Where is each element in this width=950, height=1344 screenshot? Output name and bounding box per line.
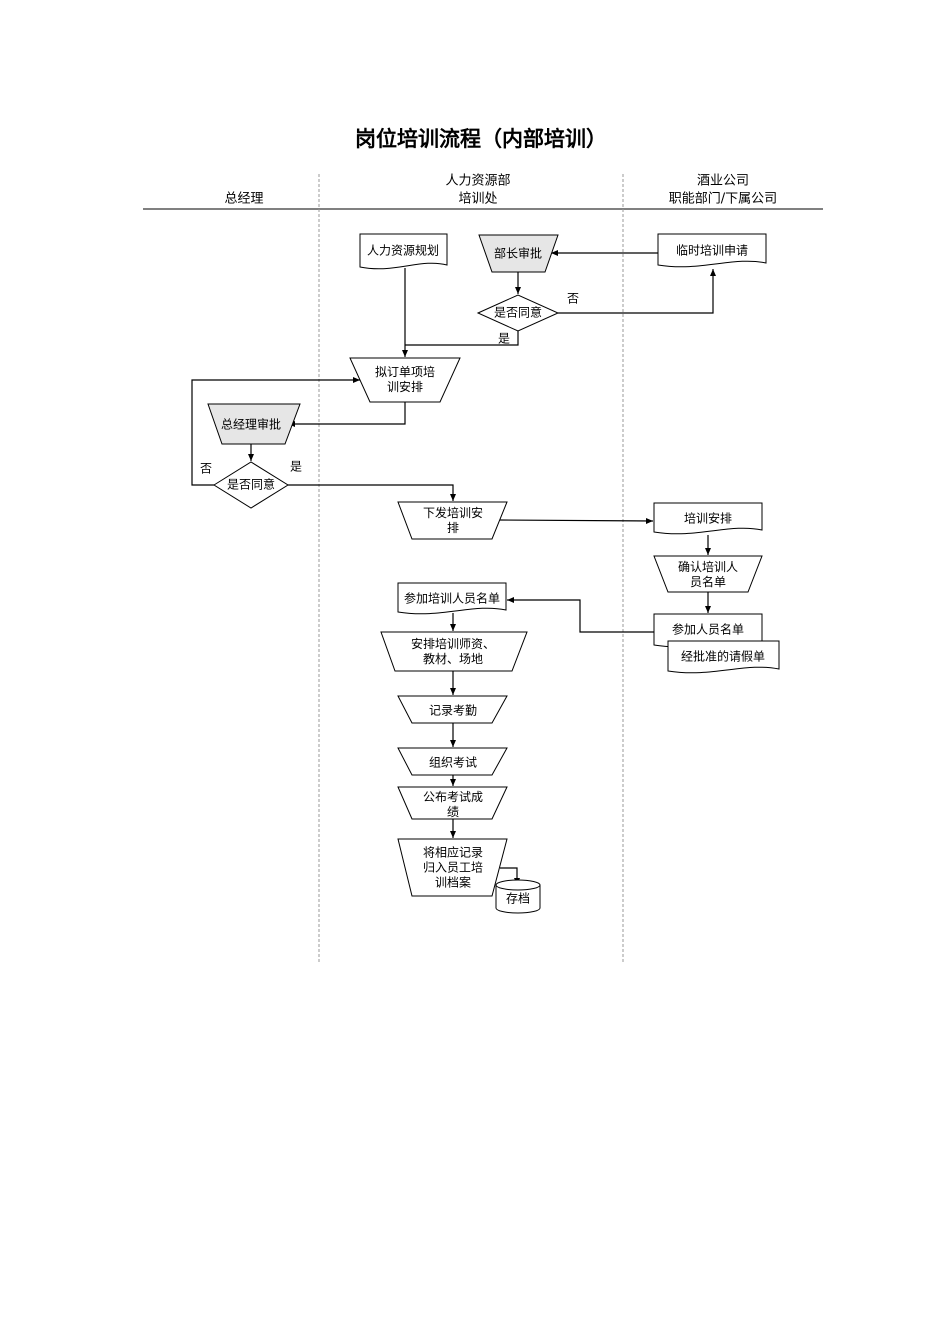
database-shape	[495, 879, 541, 914]
decision2-yes-label: 是	[290, 460, 302, 474]
node-label: 培训安排	[684, 511, 732, 526]
edge	[499, 517, 654, 524]
approval-shape	[478, 234, 559, 273]
decision2-no-label: 否	[200, 462, 212, 476]
node-training-plan-doc: 培训安排	[653, 502, 763, 535]
lane-header-company-sub: 职能部门/下属公司	[669, 192, 777, 207]
process-shape	[653, 555, 763, 593]
node-label: 组织考试	[429, 755, 477, 770]
node-label: 安排培训师资、	[411, 636, 495, 651]
decision-shape	[213, 461, 289, 509]
process-shape	[397, 501, 508, 540]
node-attendance: 记录考勤	[397, 695, 508, 724]
lane-header-company: 酒业公司	[697, 174, 749, 189]
process-shape	[397, 838, 508, 897]
node-leave-form: 经批准的请假单	[667, 640, 780, 674]
node-label: 排	[447, 521, 459, 535]
node-trainee-list: 参加培训人员名单	[397, 582, 507, 615]
edge	[500, 867, 520, 885]
document-shape	[397, 582, 507, 615]
decision-shape	[476, 294, 560, 332]
process-shape	[397, 695, 508, 724]
edge	[288, 402, 406, 427]
node-label: 归入员工培	[423, 860, 483, 875]
decision1-yes-label: 是	[498, 332, 510, 346]
lane-header-hr-sub: 培训处	[458, 191, 497, 207]
process-shape	[397, 747, 508, 776]
lane-header-gm: 总经理	[224, 192, 263, 207]
page-title: 岗位培训流程（内部培训）	[355, 127, 607, 151]
node-hr-plan: 人力资源规划	[359, 233, 448, 270]
node-temp-request: 临时培训申请	[657, 233, 767, 268]
node-arrange-resources: 安排培训师资、教材、场地	[380, 631, 528, 672]
approval-shape	[207, 403, 301, 445]
document-shape	[667, 640, 780, 674]
node-label: 训安排	[387, 379, 423, 394]
process-shape	[397, 786, 508, 820]
process-shape	[349, 357, 461, 403]
edge	[191, 377, 360, 486]
node-decision2: 是否同意	[213, 461, 289, 509]
node-exam: 组织考试	[397, 747, 508, 776]
node-label: 员名单	[690, 574, 726, 589]
node-label: 记录考勤	[429, 704, 477, 718]
node-label: 绩	[447, 805, 459, 819]
node-label: 确认培训人	[678, 559, 738, 574]
connectors	[191, 250, 716, 885]
node-label: 经批准的请假单	[681, 649, 765, 664]
node-minister-approve: 部长审批	[478, 234, 559, 273]
node-decision1: 是否同意	[476, 294, 560, 332]
edge	[288, 484, 456, 501]
decision1-no-label: 否	[567, 292, 579, 306]
node-label: 是否同意	[227, 477, 275, 492]
node-label: 是否同意	[494, 305, 542, 320]
process-shape	[380, 631, 528, 672]
node-attendee-list: 参加人员名单	[653, 613, 763, 648]
edge	[507, 597, 654, 633]
node-label: 拟订单项培	[375, 364, 435, 379]
node-label: 部长审批	[494, 246, 542, 261]
node-label: 参加培训人员名单	[404, 591, 500, 606]
node-storage: 存档	[495, 879, 541, 914]
document-shape	[359, 233, 448, 270]
node-label: 公布考试成	[423, 789, 483, 804]
node-label: 参加人员名单	[672, 622, 744, 637]
node-label: 人力资源规划	[367, 243, 439, 258]
node-label: 将相应记录	[423, 845, 483, 860]
edge	[558, 269, 716, 314]
lane-header-hr: 人力资源部	[445, 174, 510, 189]
node-label: 下发培训安	[423, 505, 483, 520]
node-label: 临时培训申请	[676, 243, 748, 258]
node-gm-approve: 总经理审批	[207, 403, 301, 445]
document-shape	[657, 233, 767, 268]
node-label: 总经理审批	[221, 417, 281, 432]
node-label: 存档	[506, 892, 530, 906]
edge	[405, 331, 519, 346]
node-label: 教材、场地	[423, 651, 483, 666]
document-shape	[653, 502, 763, 535]
node-label: 训档案	[435, 875, 471, 890]
